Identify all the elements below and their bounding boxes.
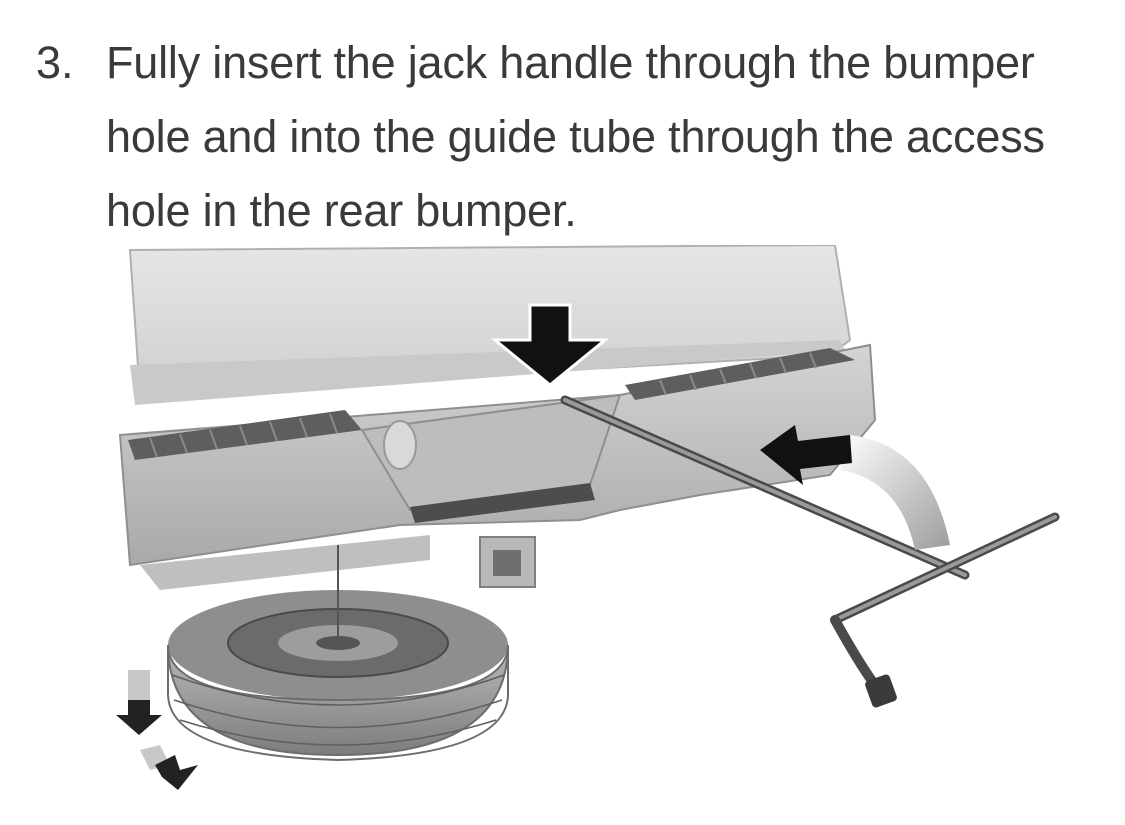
down-arrow-icon — [116, 700, 162, 735]
jack-socket — [865, 674, 897, 708]
body-lower — [130, 340, 845, 405]
down-arrow-trail — [128, 670, 150, 700]
motion-trail — [840, 435, 950, 550]
bumper-step-left — [128, 410, 362, 460]
step-text: Fully insert the jack handle through the… — [106, 37, 1045, 236]
rear-bumper-illustration — [100, 245, 1080, 805]
license-light — [383, 420, 417, 470]
bumper-step-right — [625, 348, 855, 400]
jack-handle — [560, 395, 1060, 690]
illustration-svg — [116, 245, 1060, 790]
insert-arrow-icon — [490, 303, 610, 387]
push-arrow-icon — [760, 425, 852, 485]
out-arrow-icon — [155, 755, 198, 790]
frame-under — [140, 535, 430, 590]
instruction-step: 3. Fully insert the jack handle through … — [36, 26, 1106, 248]
step-number: 3. — [36, 37, 74, 88]
center-step-pad — [410, 483, 595, 523]
